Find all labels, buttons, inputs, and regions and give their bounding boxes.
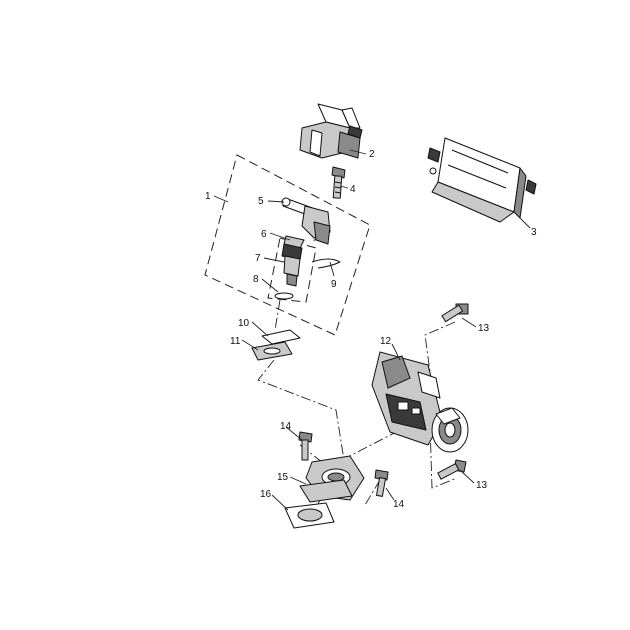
callout-10: 10 — [238, 318, 250, 329]
callout-6: 6 — [261, 229, 267, 240]
part-13-bolt-upper — [441, 303, 469, 323]
callout-1: 1 — [205, 191, 211, 202]
callout-7: 7 — [255, 253, 261, 264]
part-9-retaining-wire — [311, 258, 341, 269]
part-13-bolt-lower — [437, 459, 467, 480]
callout-11: 11 — [230, 336, 241, 347]
part-4-bolt — [331, 166, 346, 199]
callout-14-upper: 14 — [280, 421, 292, 432]
part-10-gasket — [261, 329, 301, 345]
part-15-intake-adapter — [299, 455, 365, 503]
part-11-spacer — [251, 341, 293, 361]
callout-15: 15 — [277, 472, 289, 483]
callout-8: 8 — [253, 274, 259, 285]
part-14-bolt-lower — [374, 469, 389, 497]
injector-group-outline — [267, 237, 317, 303]
callout-14-lower: 14 — [393, 499, 405, 510]
part-16-gasket — [284, 502, 335, 529]
part-8-o-ring — [274, 292, 294, 300]
callout-12: 12 — [380, 336, 392, 347]
callout-3: 3 — [531, 227, 537, 238]
part-2-connector-module — [299, 103, 363, 159]
callout-13-upper: 13 — [478, 323, 490, 334]
assembly-1-outline — [204, 154, 371, 336]
callout-4: 4 — [350, 184, 356, 195]
callout-2: 2 — [369, 149, 375, 160]
part-3-canister — [427, 137, 537, 223]
callout-labels: 1 2 3 4 5 6 7 8 9 10 11 12 13 13 14 14 1… — [205, 149, 537, 510]
callout-9: 9 — [331, 279, 337, 290]
part-12-throttle-body — [371, 351, 469, 453]
callout-13-lower: 13 — [476, 480, 488, 491]
part-7-injector — [281, 243, 303, 287]
callout-5: 5 — [258, 196, 264, 207]
leader-lines — [213, 149, 531, 511]
callout-16: 16 — [260, 489, 272, 500]
